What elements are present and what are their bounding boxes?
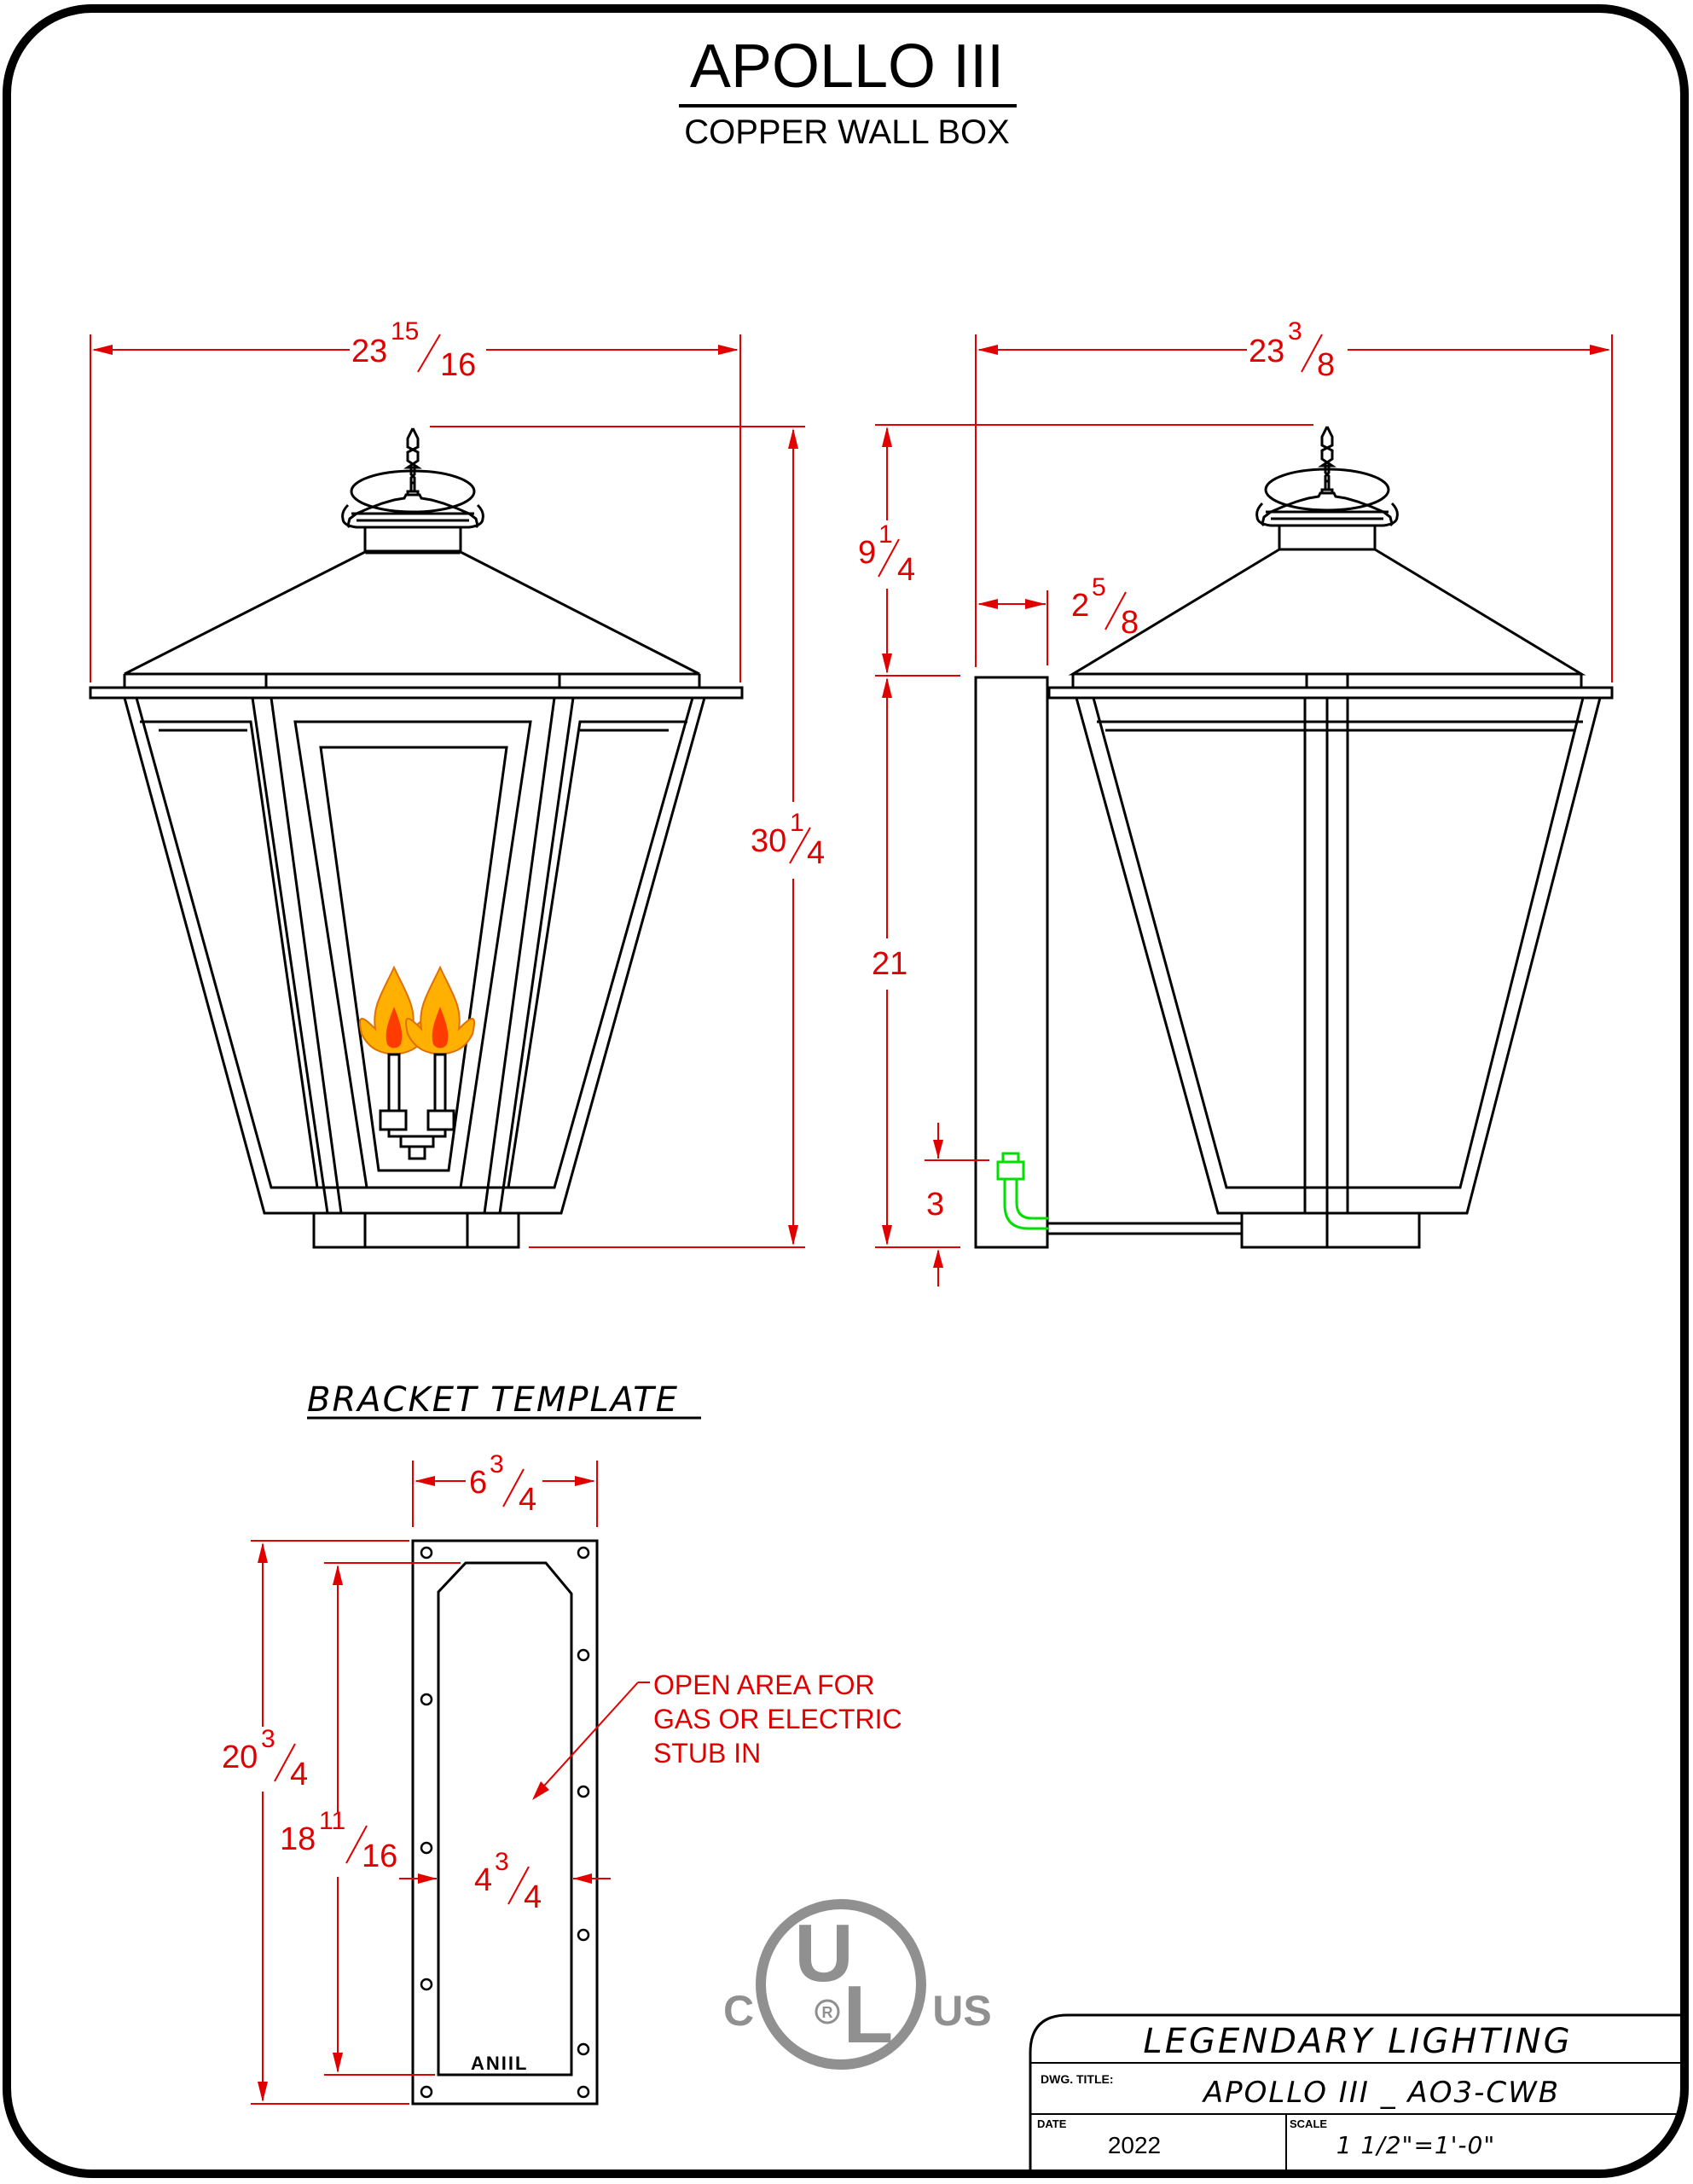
svg-text:GAS OR ELECTRIC: GAS OR ELECTRIC xyxy=(653,1704,902,1734)
template-height-dimension: 20 3 4 xyxy=(222,1540,409,2105)
bottom-offset-dimension: 3 xyxy=(925,1123,989,1287)
side-view xyxy=(974,426,1614,1249)
svg-text:30: 30 xyxy=(751,823,786,859)
svg-text:1: 1 xyxy=(878,520,893,549)
svg-text:R: R xyxy=(822,2004,833,2021)
svg-text:16: 16 xyxy=(440,347,476,383)
gas-line-connector xyxy=(996,1152,1049,1230)
front-view xyxy=(89,427,744,1249)
svg-text:20: 20 xyxy=(222,1740,258,1775)
svg-text:L: L xyxy=(844,1969,894,2060)
open-area-note: OPEN AREA FOR GAS OR ELECTRIC STUB IN xyxy=(532,1670,902,1800)
front-height-dimension: 30 1 4 xyxy=(430,426,825,1248)
template-inner-width-dimension: 4 3 4 xyxy=(399,1848,611,1915)
dwg-title-value: APOLLO III _ AO3-CWB xyxy=(1202,2076,1560,2110)
svg-text:16: 16 xyxy=(362,1838,397,1874)
svg-text:23: 23 xyxy=(1249,334,1284,369)
gas-burner-assembly xyxy=(359,965,475,1160)
drawing-subtitle: COPPER WALL BOX xyxy=(684,113,1010,151)
svg-text:15: 15 xyxy=(391,317,419,346)
top-height-dimension: 9 1 4 xyxy=(858,424,1313,677)
svg-text:6: 6 xyxy=(469,1465,487,1501)
svg-text:21: 21 xyxy=(872,946,907,982)
svg-text:18: 18 xyxy=(280,1821,316,1857)
svg-text:23: 23 xyxy=(351,334,387,369)
svg-text:4: 4 xyxy=(897,552,915,588)
svg-text:8: 8 xyxy=(1121,605,1139,641)
svg-text:3: 3 xyxy=(490,1450,504,1478)
svg-text:3: 3 xyxy=(1288,317,1302,346)
bracket-stamp: ANIIL xyxy=(471,2053,528,2074)
mounting-holes xyxy=(420,1546,590,2099)
svg-text:3: 3 xyxy=(926,1187,944,1223)
side-width-dimension: 23 3 8 xyxy=(975,317,1613,682)
ul-listed-mark-icon: C US U L R xyxy=(723,1899,992,2070)
svg-text:9: 9 xyxy=(858,535,876,571)
svg-text:5: 5 xyxy=(1092,573,1106,601)
company-name: LEGENDARY LIGHTING xyxy=(1143,2022,1572,2061)
date-value: 2022 xyxy=(1108,2132,1161,2158)
svg-text:STUB IN: STUB IN xyxy=(653,1738,761,1769)
svg-text:4: 4 xyxy=(519,1482,536,1518)
template-width-dimension: 6 3 4 xyxy=(412,1450,598,1527)
date-label: DATE xyxy=(1037,2117,1067,2130)
drawing-title: APOLLO III xyxy=(690,32,1004,101)
template-inner-height-dimension: 18 11 16 xyxy=(280,1562,461,2076)
body-height-dimension: 21 xyxy=(872,677,960,1248)
svg-text:U: U xyxy=(794,1908,853,1999)
svg-text:1: 1 xyxy=(790,809,804,837)
svg-text:4: 4 xyxy=(290,1757,308,1792)
svg-text:4: 4 xyxy=(474,1862,492,1898)
svg-text:US: US xyxy=(932,1987,991,2035)
title-block: LEGENDARY LIGHTING DWG. TITLE: APOLLO II… xyxy=(1029,2013,1684,2174)
svg-text:2: 2 xyxy=(1071,588,1089,624)
box-depth-dimension: 2 5 8 xyxy=(977,573,1139,665)
svg-text:3: 3 xyxy=(495,1848,509,1876)
svg-text:8: 8 xyxy=(1317,347,1335,383)
svg-text:C: C xyxy=(723,1987,754,2035)
svg-text:OPEN AREA FOR: OPEN AREA FOR xyxy=(653,1670,875,1700)
scale-label: SCALE xyxy=(1290,2117,1327,2130)
svg-text:4: 4 xyxy=(524,1879,542,1915)
svg-text:4: 4 xyxy=(807,835,825,871)
bracket-plate xyxy=(411,1539,599,2106)
svg-text:11: 11 xyxy=(319,1807,345,1835)
front-width-dimension: 23 15 16 xyxy=(90,317,741,682)
bracket-template-label: BRACKET TEMPLATE xyxy=(307,1380,679,1420)
dwg-title-label: DWG. TITLE: xyxy=(1041,2072,1114,2086)
svg-text:3: 3 xyxy=(261,1725,275,1753)
sheet-border xyxy=(3,4,1689,2178)
scale-value: 1 1/2"=1'-0" xyxy=(1336,2131,1495,2159)
